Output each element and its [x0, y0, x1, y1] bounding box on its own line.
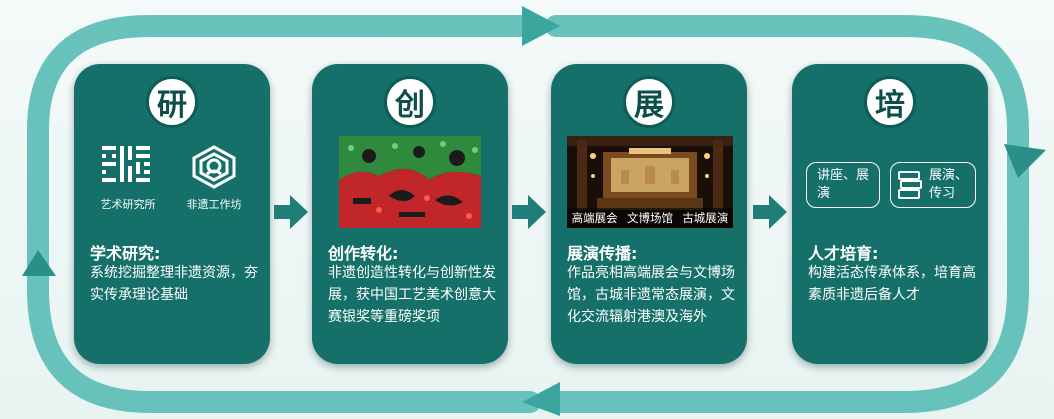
- institution-label: 非遗工作坊: [186, 198, 242, 211]
- stage-description: 系统挖掘整理非遗资源，夯实传承理论基础: [90, 265, 258, 303]
- stage-badge: 创: [384, 76, 436, 128]
- theater-stage-image: 高端展会 文博场馆 古城展演: [567, 136, 733, 228]
- loop-arrowhead-left: [22, 250, 56, 276]
- stage-badge: 研: [146, 76, 198, 128]
- stage-heading: 创作转化:: [328, 244, 399, 263]
- institution-workshop: 非遗工作坊: [174, 144, 254, 212]
- pill-text: 讲座、展演: [817, 168, 870, 201]
- flow-arrow-right-icon: [512, 195, 546, 229]
- stage-badge: 展: [623, 76, 675, 128]
- stage-description: 构建活态传承体系，培育高素质非遗后备人才: [808, 265, 976, 303]
- stage-card-training: 培 讲座、展演 展演、传习 人才培育: 构建活态传承体系，培育高素质非遗后备人才: [792, 64, 988, 364]
- book-stack-icon: [898, 171, 922, 199]
- activity-pill-lectures: 讲座、展演: [806, 162, 880, 208]
- papercut-artwork-image: [339, 136, 481, 228]
- caption-item: 古城展演: [682, 211, 729, 225]
- institution-label: 艺术研究所: [100, 198, 156, 211]
- stage-card-exhibition: 展 高端展会 文博场馆 古城展演 展演传播: 作品亮相高端展会与文博场馆，古城非…: [551, 64, 747, 364]
- caption-item: 文博场馆: [626, 211, 673, 225]
- flow-arrow-right-icon: [274, 195, 308, 229]
- caption-item: 高端展会: [571, 211, 618, 225]
- stage-heading: 展演传播:: [567, 244, 638, 263]
- grid-logo-icon: [102, 146, 150, 182]
- photo-caption: 高端展会 文博场馆 古城展演: [567, 208, 733, 228]
- stage-heading: 学术研究:: [90, 244, 161, 263]
- activity-pill-practice: 展演、传习: [890, 162, 976, 208]
- stage-card-research: 研 艺术研究所 非遗: [74, 64, 270, 364]
- flow-arrow-right-icon: [753, 195, 787, 229]
- loop-arrowhead-right: [1004, 144, 1046, 178]
- loop-arrowhead-top: [522, 6, 560, 46]
- institution-art-institute: 艺术研究所: [88, 144, 168, 212]
- pill-text: 展演、传习: [929, 168, 969, 201]
- stage-badge: 培: [864, 76, 916, 128]
- stage-description: 非遗创造性转化与创新性发展，获中国工艺美术创意大赛银奖等重磅奖项: [328, 265, 496, 325]
- stage-heading: 人才培育:: [808, 244, 879, 263]
- loop-arrowhead-bottom: [522, 382, 560, 416]
- seal-logo-icon: [192, 145, 236, 189]
- stage-description: 作品亮相高端展会与文博场馆，古城非遗常态展演，文化交流辐射港澳及海外: [567, 265, 735, 325]
- stage-card-creation: 创 创作转化: 非遗创造性转化与创新性发展，获中国工艺美术创意大赛银奖等重磅奖项: [312, 64, 508, 364]
